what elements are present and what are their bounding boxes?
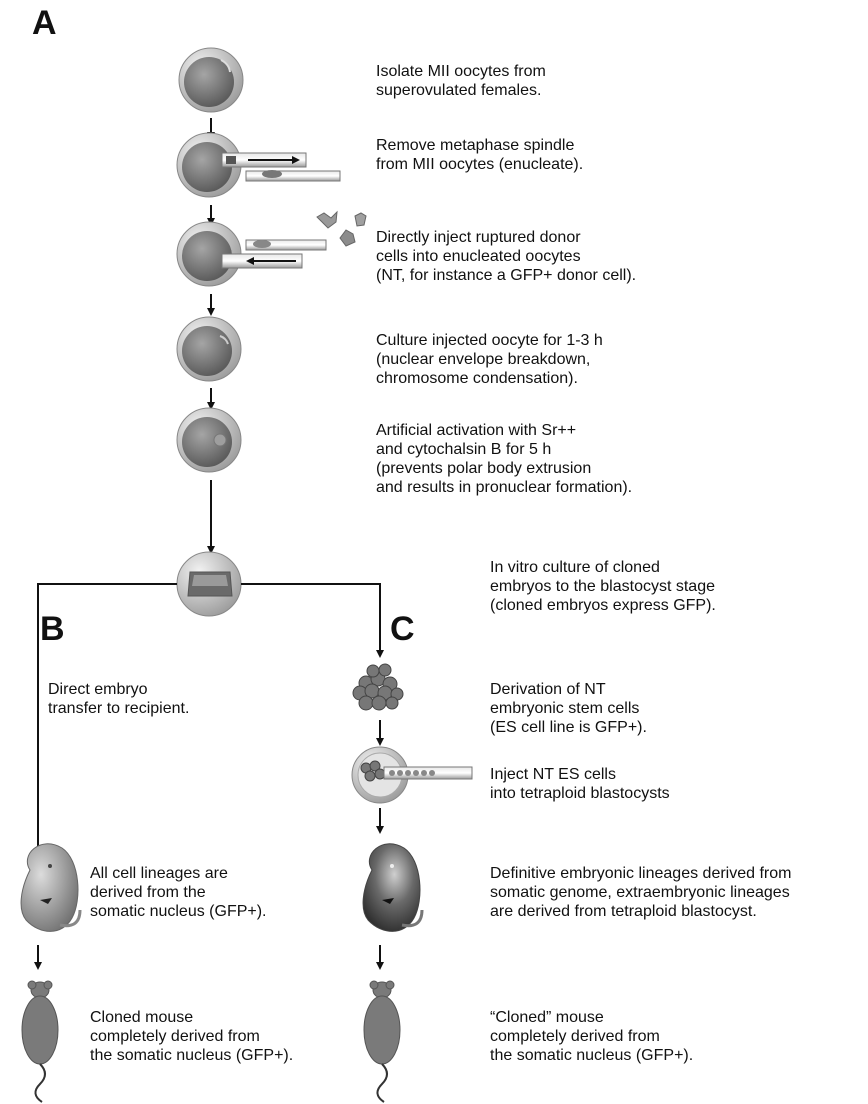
blastocyst — [176, 551, 242, 617]
mouse-c — [363, 980, 401, 1103]
step-activation-text: Artificial activation with Sr++ and cyto… — [376, 422, 633, 496]
step-in-vitro-text: In vitro culture of cloned embryos to th… — [490, 559, 716, 614]
panel-label-c: C — [390, 610, 415, 648]
mouse-b — [21, 980, 59, 1103]
tetraploid-blastocyst — [351, 746, 473, 804]
oocyte-activation — [176, 407, 242, 473]
branch-c-derivation-text: Derivation of NT embryonic stem cells (E… — [490, 681, 647, 736]
embryo-b — [20, 843, 82, 932]
panel-label-b: B — [40, 610, 65, 648]
branch-b-mouse-text: Cloned mouse completely derived from the… — [90, 1009, 294, 1064]
branch-c-lineages-text: Definitive embryonic lineages derived fr… — [490, 865, 792, 920]
step-inject-donor-text: Directly inject ruptured donor cells int… — [376, 229, 637, 284]
step-isolate-text: Isolate MII oocytes from superovulated f… — [376, 63, 546, 99]
branch-c-mouse-text: “Cloned” mouse completely derived from t… — [490, 1009, 694, 1064]
step-enucleate-text: Remove metaphase spindle from MII oocyte… — [376, 137, 584, 173]
step-culture-text: Culture injected oocyte for 1-3 h (nucle… — [376, 332, 603, 387]
oocyte-culture — [176, 316, 242, 382]
donor-cells — [316, 210, 367, 247]
branch-c-inject-es-text: Inject NT ES cells into tetraploid blast… — [490, 766, 670, 802]
branch-b-transfer-text: Direct embryo transfer to recipient. — [48, 681, 190, 717]
es-cell-cluster — [352, 663, 404, 711]
oocyte-injection — [176, 221, 327, 287]
branch-b-lineages-text: All cell lineages are derived from the s… — [90, 865, 267, 920]
oocyte-mii — [178, 47, 244, 113]
panel-label-a: A — [32, 4, 57, 42]
branch-lines — [37, 583, 381, 855]
oocyte-enucleation — [176, 132, 341, 198]
embryo-c — [362, 843, 424, 932]
